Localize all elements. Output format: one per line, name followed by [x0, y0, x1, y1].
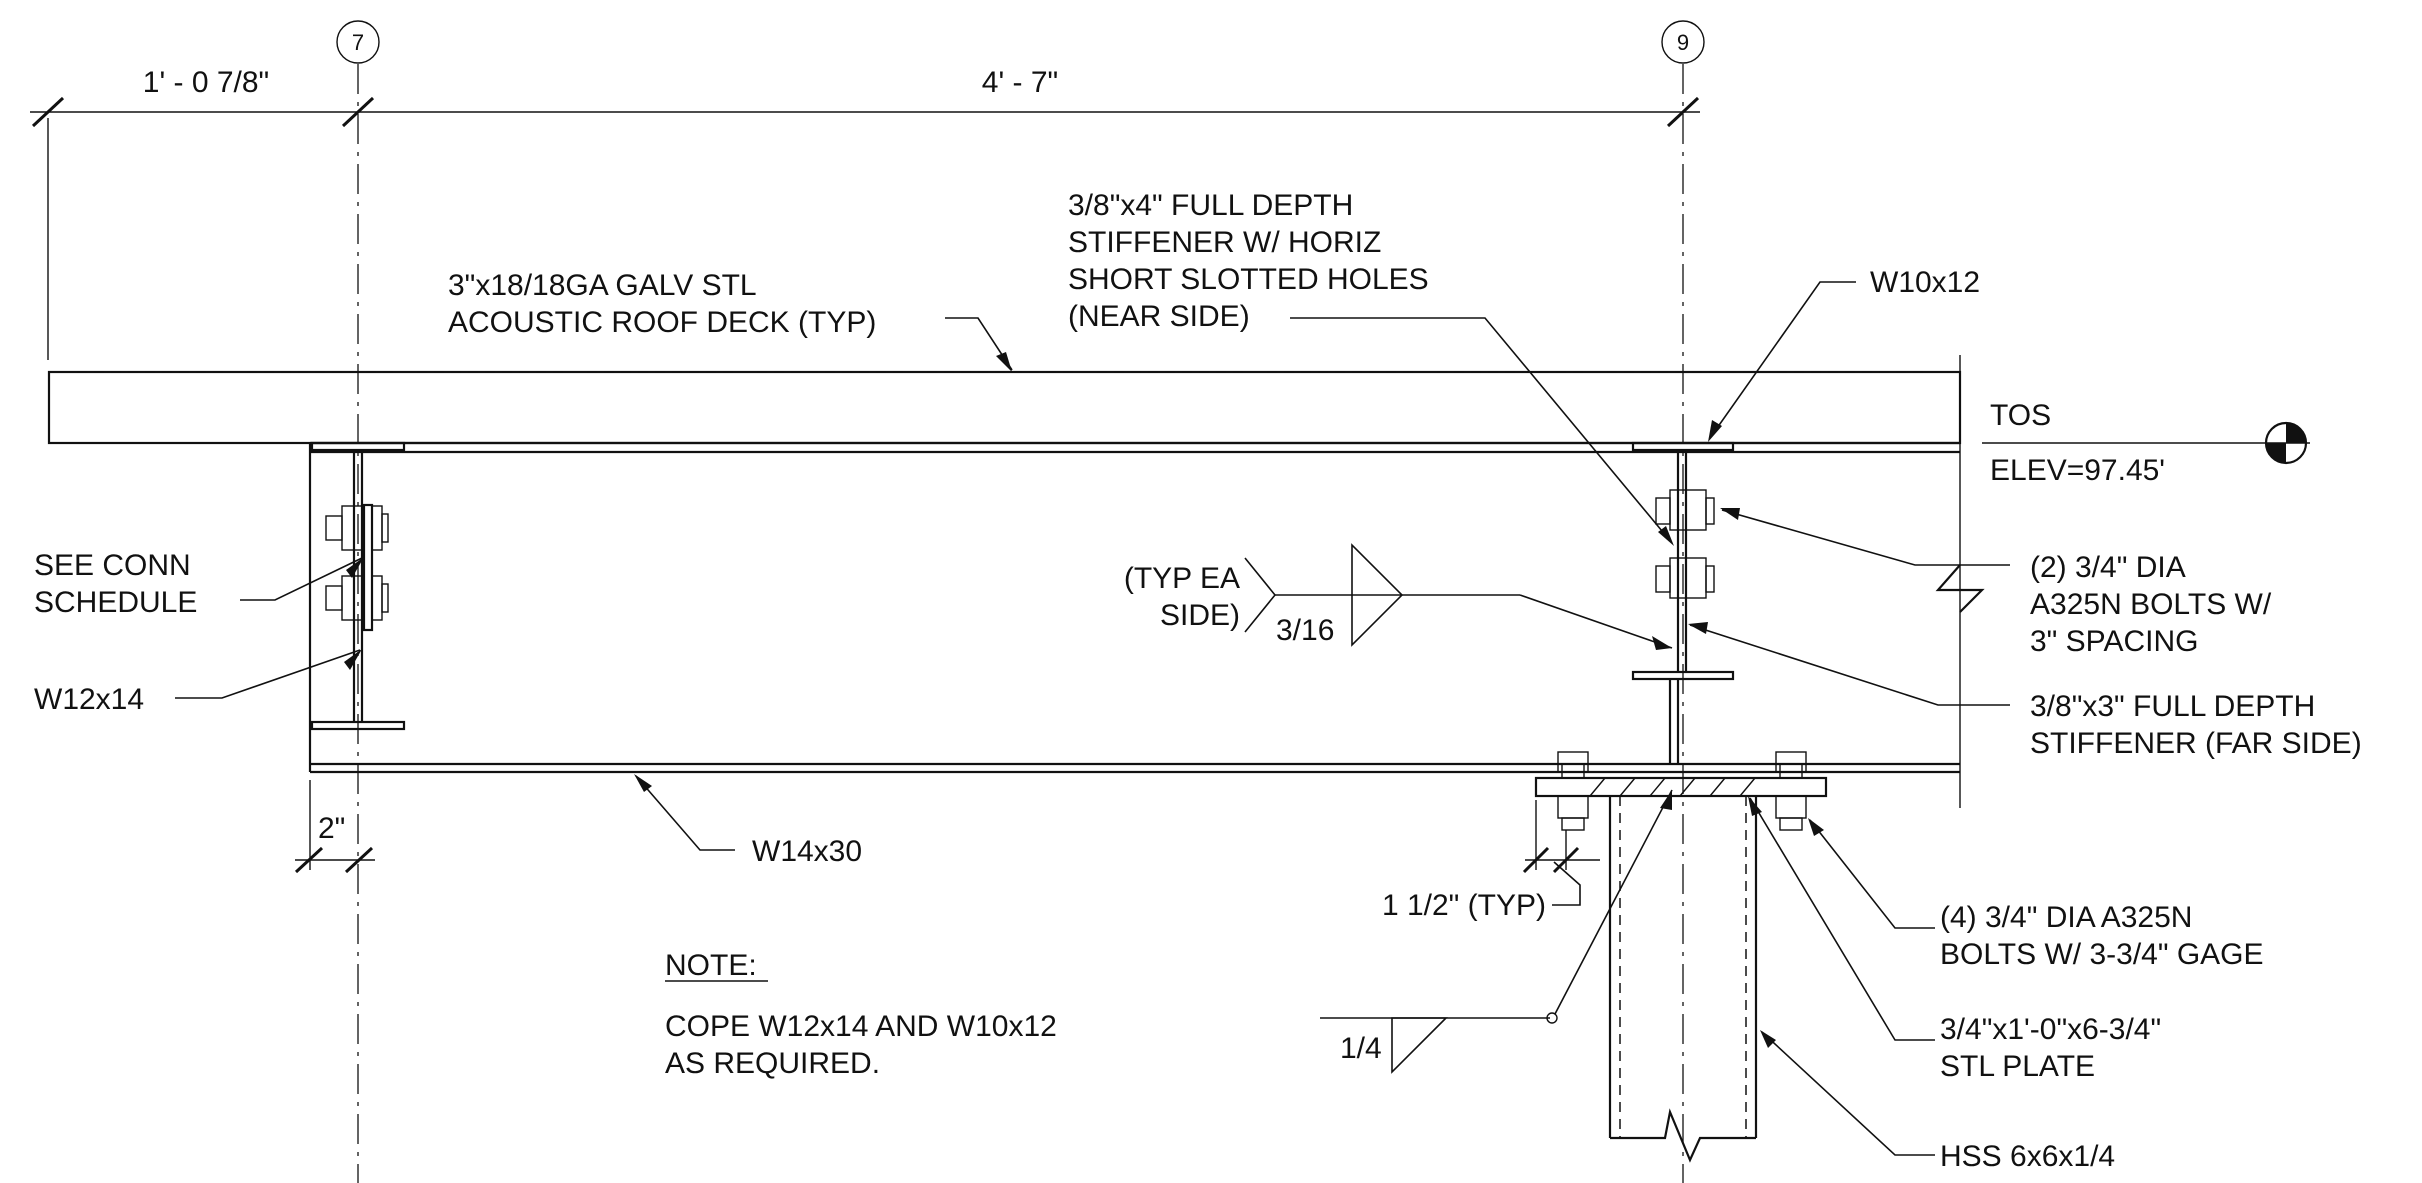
web-bolts-callout: (2) 3/4" DIA A325N BOLTS W/ 3" SPACING — [2030, 551, 2272, 658]
near-stiffener-line1: 3/8"x4" FULL DEPTH — [1068, 189, 1353, 222]
plate-bolts — [1557, 751, 1807, 831]
weld-note-line2: SIDE) — [1160, 599, 1240, 632]
w12x14-label: W12x14 — [34, 683, 144, 716]
weld-note-line1: (TYP EA — [1124, 562, 1240, 595]
far-stiffener-line2: STIFFENER (FAR SIDE) — [2030, 727, 2362, 760]
conn-line1: SEE CONN — [34, 549, 191, 582]
plate-line2: STL PLATE — [1940, 1050, 2095, 1083]
leaders — [175, 281, 2010, 1156]
w14x30-label: W14x30 — [752, 835, 862, 868]
note-line1: COPE W12x14 AND W10x12 — [665, 1010, 1057, 1043]
web-bolts-line3: 3" SPACING — [2030, 625, 2198, 658]
hss-label: HSS 6x6x1/4 — [1940, 1140, 2115, 1173]
weld-size-1-4: 1/4 — [1340, 1032, 1382, 1065]
near-stiffener-callout: 3/8"x4" FULL DEPTH STIFFENER W/ HORIZ SH… — [1068, 189, 1429, 333]
tos-marker: TOS ELEV=97.45' — [1982, 399, 2310, 487]
dim-left-overhang: 1' - 0 7/8" — [143, 66, 269, 99]
weld-symbol-3-16: (TYP EA SIDE) 3/16 — [1124, 543, 1673, 650]
plate-callout: 3/4"x1'-0"x6-3/4" STL PLATE — [1940, 1013, 2161, 1083]
beam-w10x12-section — [1631, 441, 1735, 764]
tos-label: TOS — [1990, 399, 2051, 432]
hss-column — [1608, 796, 1758, 1163]
grid-line-9: 9 — [1661, 20, 1705, 1183]
conn-line2: SCHEDULE — [34, 586, 197, 619]
dim-bolt-edge-text: 1 1/2" (TYP) — [1382, 889, 1546, 922]
plate-line1: 3/4"x1'-0"x6-3/4" — [1940, 1013, 2161, 1046]
plate-hatch — [1589, 777, 1756, 797]
web-bolts-line2: A325N BOLTS W/ — [2030, 588, 2272, 621]
plate-bolts-line1: (4) 3/4" DIA A325N — [1940, 901, 2192, 934]
plate-bolts-line2: BOLTS W/ 3-3/4" GAGE — [1940, 938, 2264, 971]
dim-clip-offset-text: 2" — [318, 812, 345, 845]
deck-callout: 3"x18/18GA GALV STL ACOUSTIC ROOF DECK (… — [448, 269, 876, 339]
far-stiffener-line1: 3/8"x3" FULL DEPTH — [2030, 690, 2315, 723]
near-stiffener-line2: STIFFENER W/ HORIZ — [1068, 226, 1381, 259]
roof-deck — [47, 370, 1962, 445]
break-symbol — [1935, 564, 1985, 613]
web-bolts-line1: (2) 3/4" DIA — [2030, 551, 2186, 584]
conn-schedule-callout: SEE CONN SCHEDULE — [34, 549, 197, 619]
near-stiffener-line4: (NEAR SIDE) — [1068, 300, 1250, 333]
steel-plate — [1534, 776, 1828, 798]
near-stiffener-line3: SHORT SLOTTED HOLES — [1068, 263, 1429, 296]
weld-symbol-1-4: 1/4 — [1320, 789, 1673, 1074]
note-line2: AS REQUIRED. — [665, 1047, 880, 1080]
stiffener-bolts — [1655, 489, 1715, 599]
grid-bubble-9: 9 — [1677, 30, 1689, 55]
beam-w12x14-section — [310, 441, 406, 731]
weld-size-3-16: 3/16 — [1276, 614, 1334, 647]
plate-bolts-callout: (4) 3/4" DIA A325N BOLTS W/ 3-3/4" GAGE — [1940, 901, 2264, 971]
deck-label-line2: ACOUSTIC ROOF DECK (TYP) — [448, 306, 876, 339]
grid-bubble-7: 7 — [352, 30, 364, 55]
beam-w14x30 — [308, 441, 1960, 774]
grid-line-7: 7 — [336, 20, 380, 1183]
general-note: NOTE: COPE W12x14 AND W10x12 AS REQUIRED… — [665, 949, 1057, 1080]
top-dimension-string: 1' - 0 7/8" 4' - 7" — [30, 66, 1700, 360]
dim-span: 4' - 7" — [982, 66, 1058, 99]
deck-label-line1: 3"x18/18GA GALV STL — [448, 269, 757, 302]
far-stiffener-callout: 3/8"x3" FULL DEPTH STIFFENER (FAR SIDE) — [2030, 690, 2362, 760]
elevation-label: ELEV=97.45' — [1990, 454, 2165, 487]
dim-bolt-edge: 1 1/2" (TYP) — [1382, 800, 1600, 922]
w10x12-label: W10x12 — [1870, 266, 1980, 299]
note-title: NOTE: — [665, 949, 757, 982]
dim-clip-offset: 2" — [294, 780, 375, 874]
